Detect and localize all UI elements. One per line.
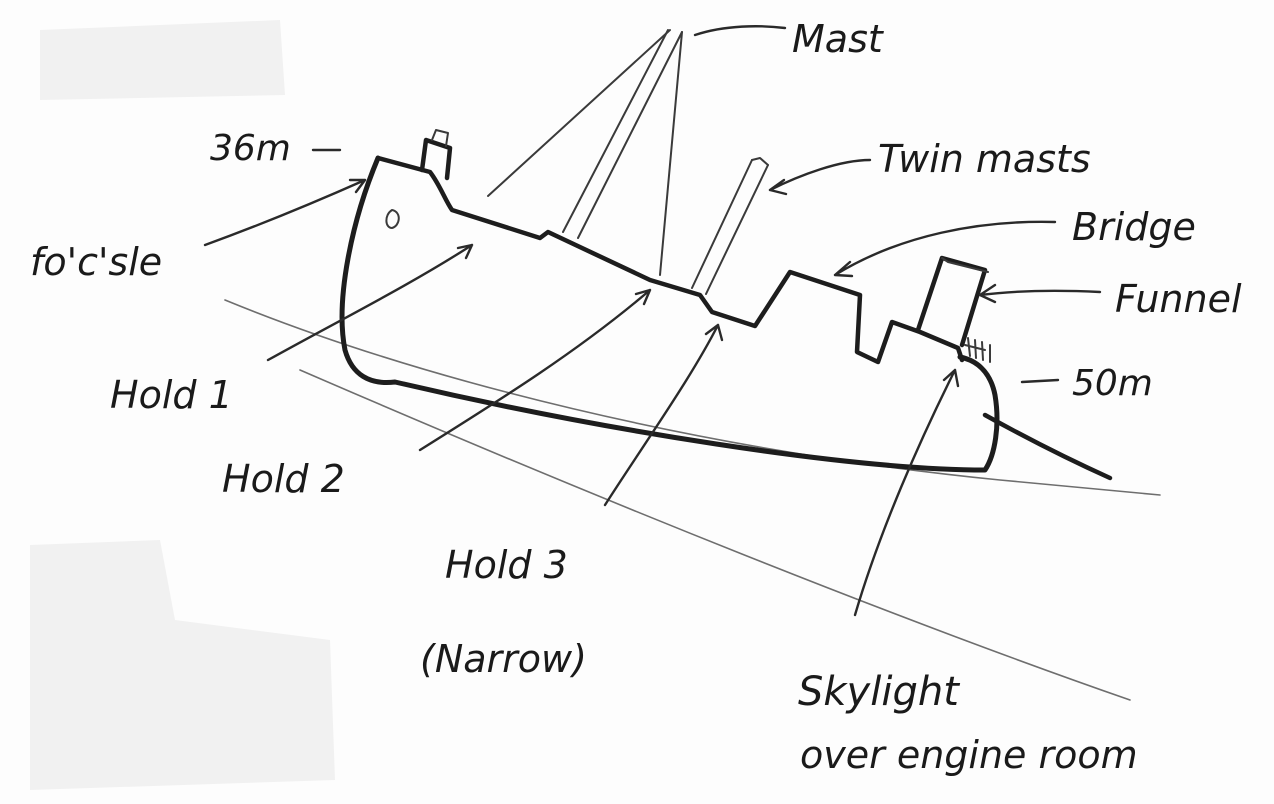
arrow-funnel [978,283,1102,304]
label-depth-bow: 36m [210,128,291,169]
arrow-focsle [203,178,367,247]
label-skylight-line2: over engine room [800,733,1138,777]
mast-stay-fore [487,29,671,197]
focsle-block [419,137,453,181]
arrow-hold1 [266,243,474,362]
arrow-hold2 [418,288,652,452]
twin-mast-left [691,159,753,289]
twin-mast-cap [751,157,769,166]
funnel-shape [915,255,988,348]
paper-smudge-top [40,20,285,100]
label-hold3: Hold 3 [445,543,568,587]
paper-smudge-left [30,540,335,790]
bow-mark [385,209,400,229]
label-depth-stern: 50m [1072,363,1153,404]
main-mast-pole-left [562,29,669,233]
label-hold2: Hold 2 [222,457,345,501]
label-hold1: Hold 1 [110,373,233,417]
arrow-skylight [853,368,960,617]
label-funnel: Funnel [1115,277,1242,321]
arrow-bridge [833,220,1057,278]
label-skylight-line1: Skylight [798,669,960,715]
skylight-grating [964,337,991,363]
deck-line [375,155,965,365]
label-mast: Mast [792,17,885,61]
label-twin-masts: Twin masts [878,137,1091,181]
arrow-mast [693,25,787,37]
hull-outline [339,155,1000,473]
focsle-block-top [431,129,449,147]
label-bridge: Bridge [1072,205,1196,249]
twin-mast-right [705,164,769,295]
seabed-line-lower [299,369,1131,701]
label-hold3-note: (Narrow) [420,637,587,681]
arrow-depth-stern [1020,378,1060,384]
arrow-hold3 [603,323,724,507]
arrow-twin-masts [768,158,872,196]
stern-tail [982,412,1113,481]
mast-stay-aft [659,31,683,276]
label-focsle: fo'c'sle [30,240,162,284]
funnel-rim [941,257,989,273]
main-mast-pole-right [577,31,683,239]
